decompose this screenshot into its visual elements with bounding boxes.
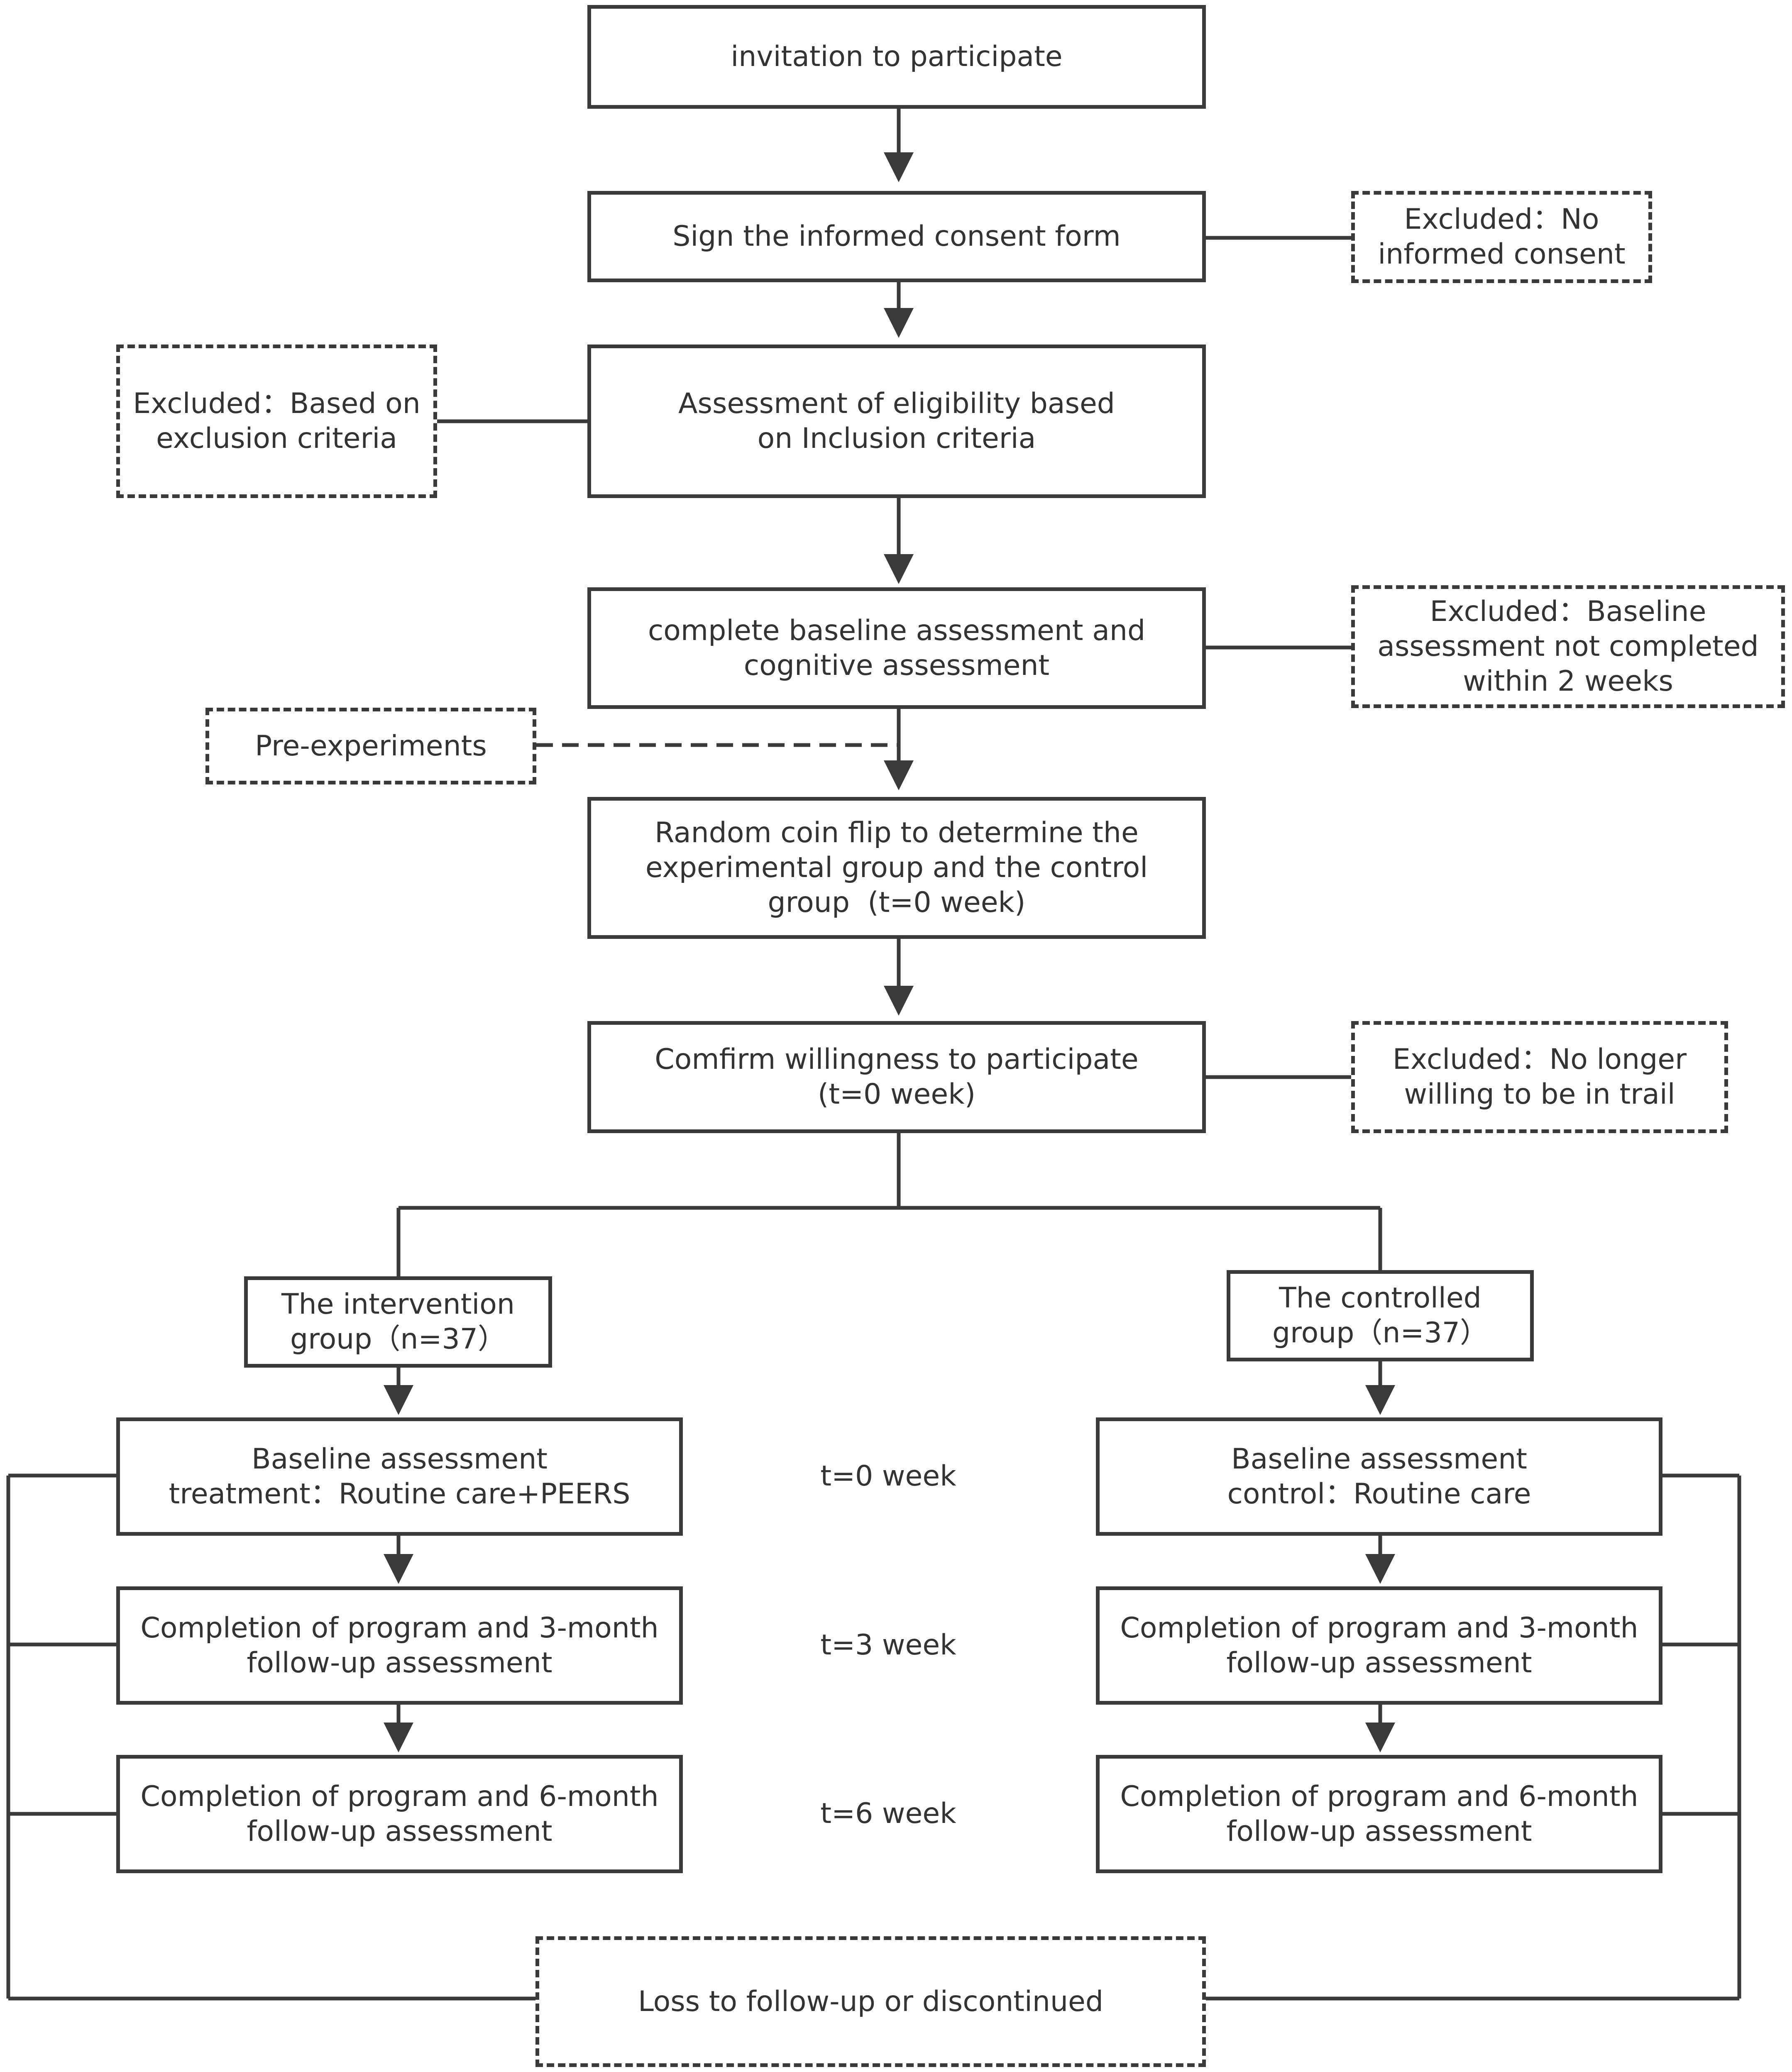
control-month3-box: Completion of program and 3-month follow… bbox=[1096, 1586, 1662, 1705]
baseline-assessment-text: complete baseline assessment and cogniti… bbox=[648, 614, 1146, 682]
intervention-month6-text: Completion of program and 6-month follow… bbox=[140, 1780, 659, 1848]
baseline-assessment-box: complete baseline assessment and cogniti… bbox=[587, 587, 1206, 709]
control-group-text: The controlled group（n=37） bbox=[1272, 1282, 1489, 1349]
excluded-criteria-text: Excluded：Based on exclusion criteria bbox=[133, 387, 420, 455]
control-baseline-text: Baseline assessment control：Routine care bbox=[1227, 1442, 1531, 1510]
excluded-baseline-box: Excluded：Baseline assessment not complet… bbox=[1351, 585, 1785, 708]
loss-to-follow-up-box: Loss to follow-up or discontinued bbox=[535, 1936, 1206, 2067]
eligibility-text: Assessment of eligibility based on Inclu… bbox=[678, 387, 1115, 455]
timepoint-label: t=3 week bbox=[820, 1629, 956, 1662]
pre-experiments-text: Pre-experiments bbox=[255, 729, 487, 762]
intervention-baseline-text: Baseline assessment treatment：Routine ca… bbox=[169, 1442, 631, 1510]
invitation-box: invitation to participate bbox=[587, 5, 1206, 109]
excluded-criteria-box: Excluded：Based on exclusion criteria bbox=[116, 345, 437, 498]
consent-box: Sign the informed consent form bbox=[587, 191, 1206, 282]
excluded-unwilling-box: Excluded：No longer willing to be in trai… bbox=[1351, 1021, 1728, 1133]
control-month6-box: Completion of program and 6-month follow… bbox=[1096, 1755, 1662, 1873]
timepoint-label: t=0 week bbox=[820, 1460, 956, 1493]
invitation-text: invitation to participate bbox=[731, 40, 1063, 73]
intervention-baseline-box: Baseline assessment treatment：Routine ca… bbox=[116, 1417, 683, 1536]
willingness-box: Comfirm willingness to participate (t=0 … bbox=[587, 1021, 1206, 1133]
timepoint-label: t=6 week bbox=[820, 1797, 956, 1830]
excluded-no-consent-text: Excluded：No informed consent bbox=[1378, 203, 1626, 271]
randomization-text: Random coin flip to determine the experi… bbox=[645, 816, 1148, 919]
eligibility-box: Assessment of eligibility based on Inclu… bbox=[587, 345, 1206, 498]
excluded-baseline-text: Excluded：Baseline assessment not complet… bbox=[1377, 595, 1759, 698]
willingness-text: Comfirm willingness to participate (t=0 … bbox=[655, 1043, 1139, 1111]
excluded-no-consent-box: Excluded：No informed consent bbox=[1351, 191, 1652, 283]
intervention-month3-text: Completion of program and 3-month follow… bbox=[140, 1611, 659, 1679]
randomization-box: Random coin flip to determine the experi… bbox=[587, 797, 1206, 939]
loss-to-follow-up-text: Loss to follow-up or discontinued bbox=[638, 1985, 1104, 2018]
control-baseline-box: Baseline assessment control：Routine care bbox=[1096, 1417, 1662, 1536]
intervention-group-box: The intervention group（n=37） bbox=[244, 1276, 552, 1368]
pre-experiments-box: Pre-experiments bbox=[205, 708, 536, 784]
intervention-month3-box: Completion of program and 3-month follow… bbox=[116, 1586, 683, 1705]
control-month6-text: Completion of program and 6-month follow… bbox=[1120, 1780, 1638, 1848]
control-month3-text: Completion of program and 3-month follow… bbox=[1120, 1611, 1638, 1679]
intervention-month6-box: Completion of program and 6-month follow… bbox=[116, 1755, 683, 1873]
control-group-box: The controlled group（n=37） bbox=[1227, 1270, 1534, 1361]
consent-text: Sign the informed consent form bbox=[672, 220, 1121, 253]
intervention-group-text: The intervention group（n=37） bbox=[281, 1288, 515, 1356]
excluded-unwilling-text: Excluded：No longer willing to be in trai… bbox=[1392, 1043, 1687, 1111]
